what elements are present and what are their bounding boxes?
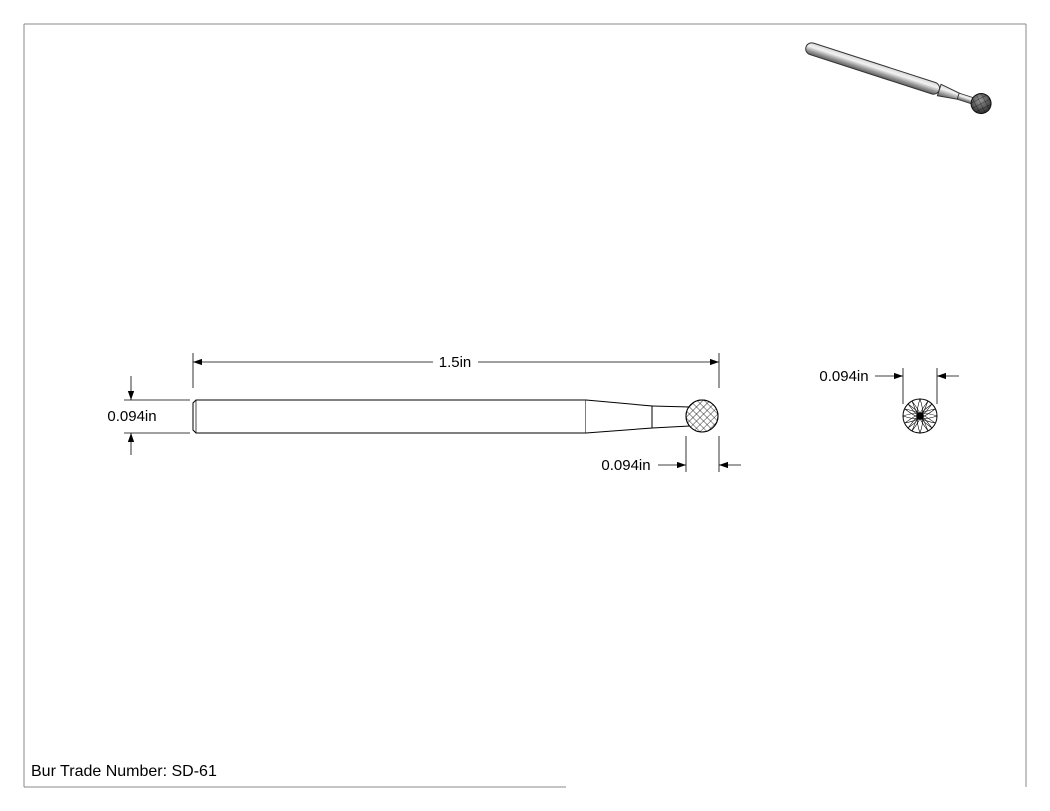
end-view	[902, 398, 938, 434]
shank-diameter-label: 0.094in	[107, 408, 156, 425]
head-diameter-side-label: 0.094in	[601, 457, 650, 474]
bur-head-side	[685, 399, 719, 433]
isometric-view	[805, 42, 992, 115]
overall-length-label: 1.5in	[439, 354, 472, 371]
dimension-head-diameter-end: 0.094in	[819, 368, 959, 404]
dimension-head-diameter-side: 0.094in	[601, 436, 741, 474]
sheet-border	[23, 23, 1027, 788]
trade-number-label: Bur Trade Number: SD-61	[31, 763, 217, 780]
dimension-overall-length: 1.5in	[192, 353, 720, 388]
head-diameter-end-label: 0.094in	[819, 368, 868, 385]
dimension-shank-diameter: 0.094in	[107, 376, 190, 455]
side-view	[192, 399, 719, 434]
